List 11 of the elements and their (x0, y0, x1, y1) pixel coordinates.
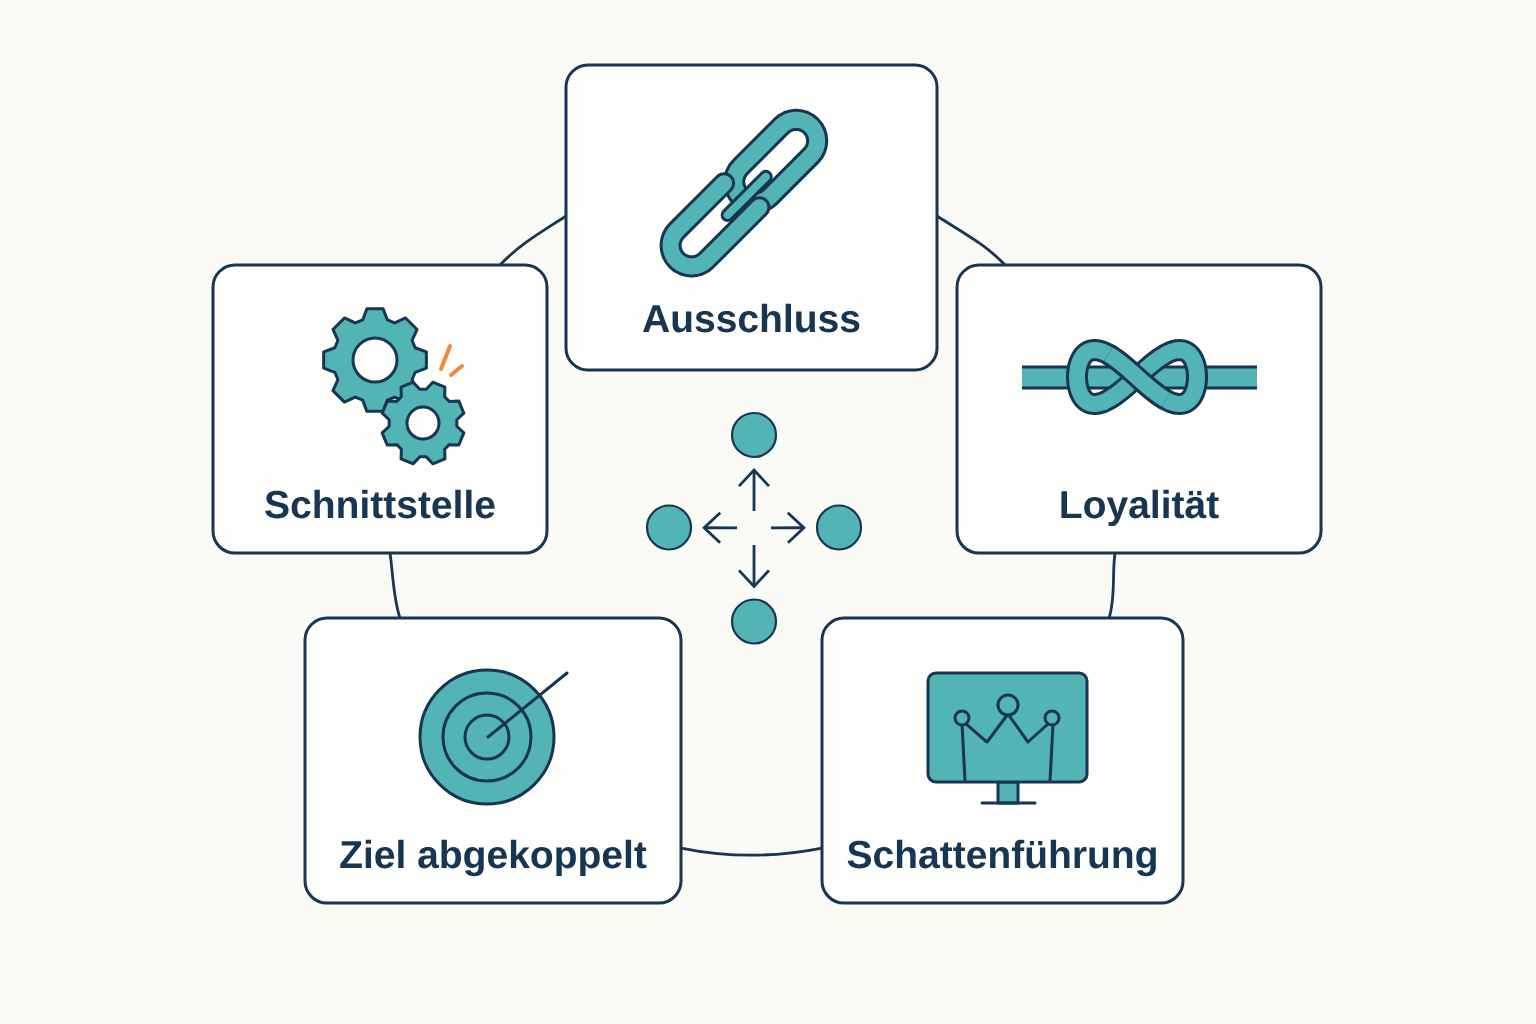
circle (645, 504, 693, 551)
circle (815, 504, 863, 551)
ring-arc (680, 846, 823, 857)
circle (730, 411, 778, 459)
ring-arc (499, 214, 567, 266)
ring-arc (1107, 552, 1117, 619)
ring-arc (388, 552, 402, 619)
card: Loyalität (955, 263, 1323, 555)
circle (730, 598, 778, 645)
card: Ausschluss (564, 63, 939, 372)
ring-arc (936, 214, 1006, 266)
